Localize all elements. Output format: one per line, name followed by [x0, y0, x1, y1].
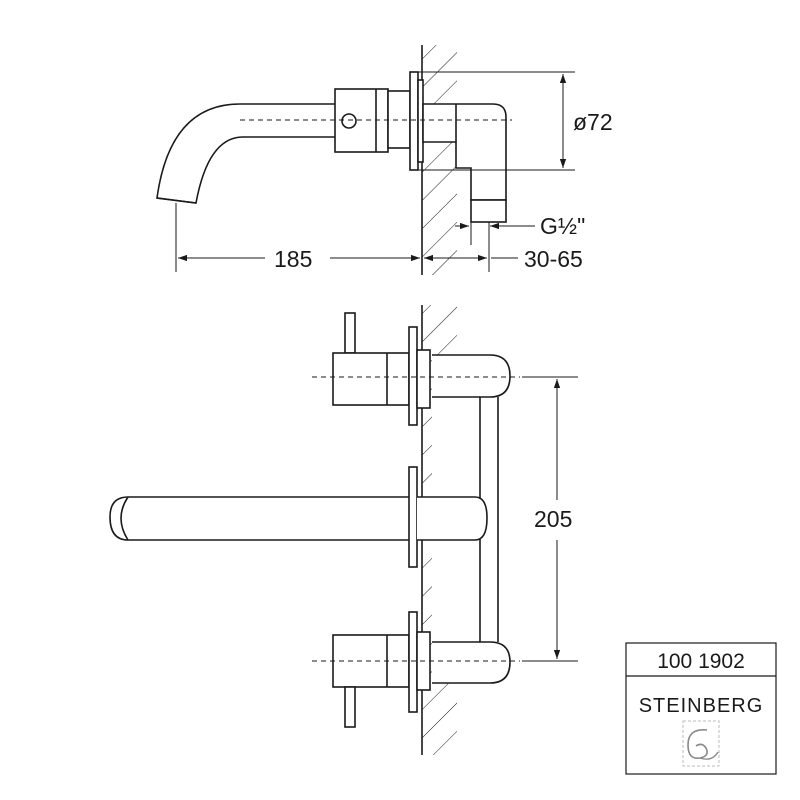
lower-escutcheon: [408, 611, 418, 713]
brand-name: STEINBERG: [639, 695, 764, 717]
side-view: ø72 G½" 185 30-65: [156, 45, 613, 275]
wall-hatch-side: [422, 45, 457, 275]
upper-handle-lever: [344, 312, 356, 354]
lower-handle-lever: [344, 686, 356, 728]
top-view: 205: [109, 305, 578, 755]
spout-length-label: 185: [274, 246, 312, 272]
thread-label: G½": [540, 213, 585, 239]
valve-screw-icon: [341, 113, 357, 129]
escutcheon-side: [409, 71, 419, 171]
upper-escutcheon: [408, 326, 418, 426]
handle-spacing-label: 205: [534, 506, 572, 532]
steinberg-swirl-logo-icon: [682, 720, 720, 767]
thread-connector: [470, 199, 507, 223]
diameter-label: ø72: [573, 109, 613, 135]
center-escutcheon: [408, 466, 418, 568]
spout-side: [156, 103, 335, 204]
spout-top: [109, 496, 409, 541]
inwall-body-side: [422, 103, 507, 201]
article-number: 100 1902: [657, 650, 745, 673]
upper-valve-body: [332, 352, 410, 406]
wall-depth-label: 30-65: [524, 246, 583, 272]
product-info-box: 100 1902 STEINBERG: [625, 642, 777, 775]
